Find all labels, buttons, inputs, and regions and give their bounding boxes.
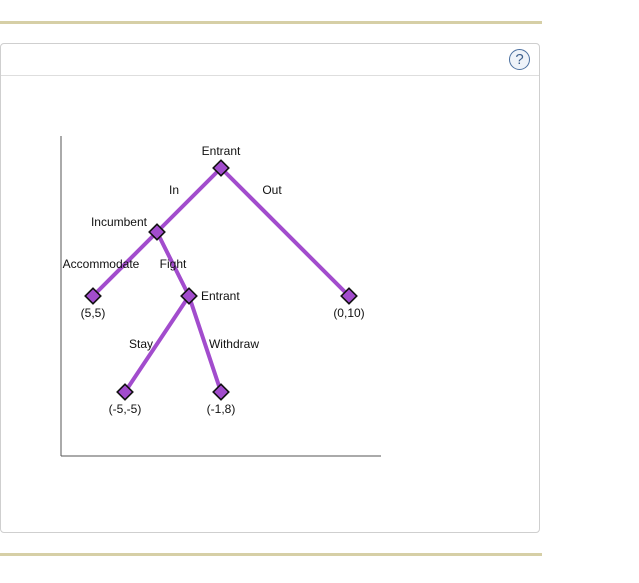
payoff-label-stay: (-5,-5)	[109, 402, 142, 416]
top-divider	[0, 21, 542, 24]
node-terminal-accommodate	[84, 287, 102, 305]
action-label-stay: Stay	[129, 337, 153, 351]
edge-accommodate	[91, 230, 159, 298]
node-entrant-root	[212, 159, 230, 177]
edge-fight	[155, 230, 191, 298]
help-button[interactable]: ?	[509, 49, 530, 70]
node-incumbent	[148, 223, 166, 241]
question-panel: ?	[0, 43, 540, 533]
action-label-accommodate: Accommodate	[63, 257, 140, 271]
bottom-divider	[0, 553, 542, 556]
player-label-entrant-root: Entrant	[202, 144, 241, 158]
edge-in	[155, 166, 223, 234]
node-terminal-out	[340, 287, 358, 305]
action-label-withdraw: Withdraw	[209, 337, 259, 351]
node-entrant-second	[180, 287, 198, 305]
action-label-out: Out	[262, 183, 282, 197]
edge-stay	[123, 294, 191, 394]
panel-header: ?	[1, 44, 539, 76]
player-label-entrant-second: Entrant	[201, 289, 240, 303]
edge-withdraw	[187, 294, 223, 394]
node-terminal-withdraw	[212, 383, 230, 401]
payoff-label-out: (0,10)	[333, 306, 364, 320]
action-label-fight: Fight	[160, 257, 187, 271]
payoff-label-accommodate: (5,5)	[81, 306, 106, 320]
edge-out	[219, 166, 351, 298]
player-label-incumbent: Incumbent	[91, 215, 148, 229]
action-label-in: In	[169, 183, 179, 197]
payoff-label-withdraw: (-1,8)	[207, 402, 236, 416]
node-terminal-stay	[116, 383, 134, 401]
